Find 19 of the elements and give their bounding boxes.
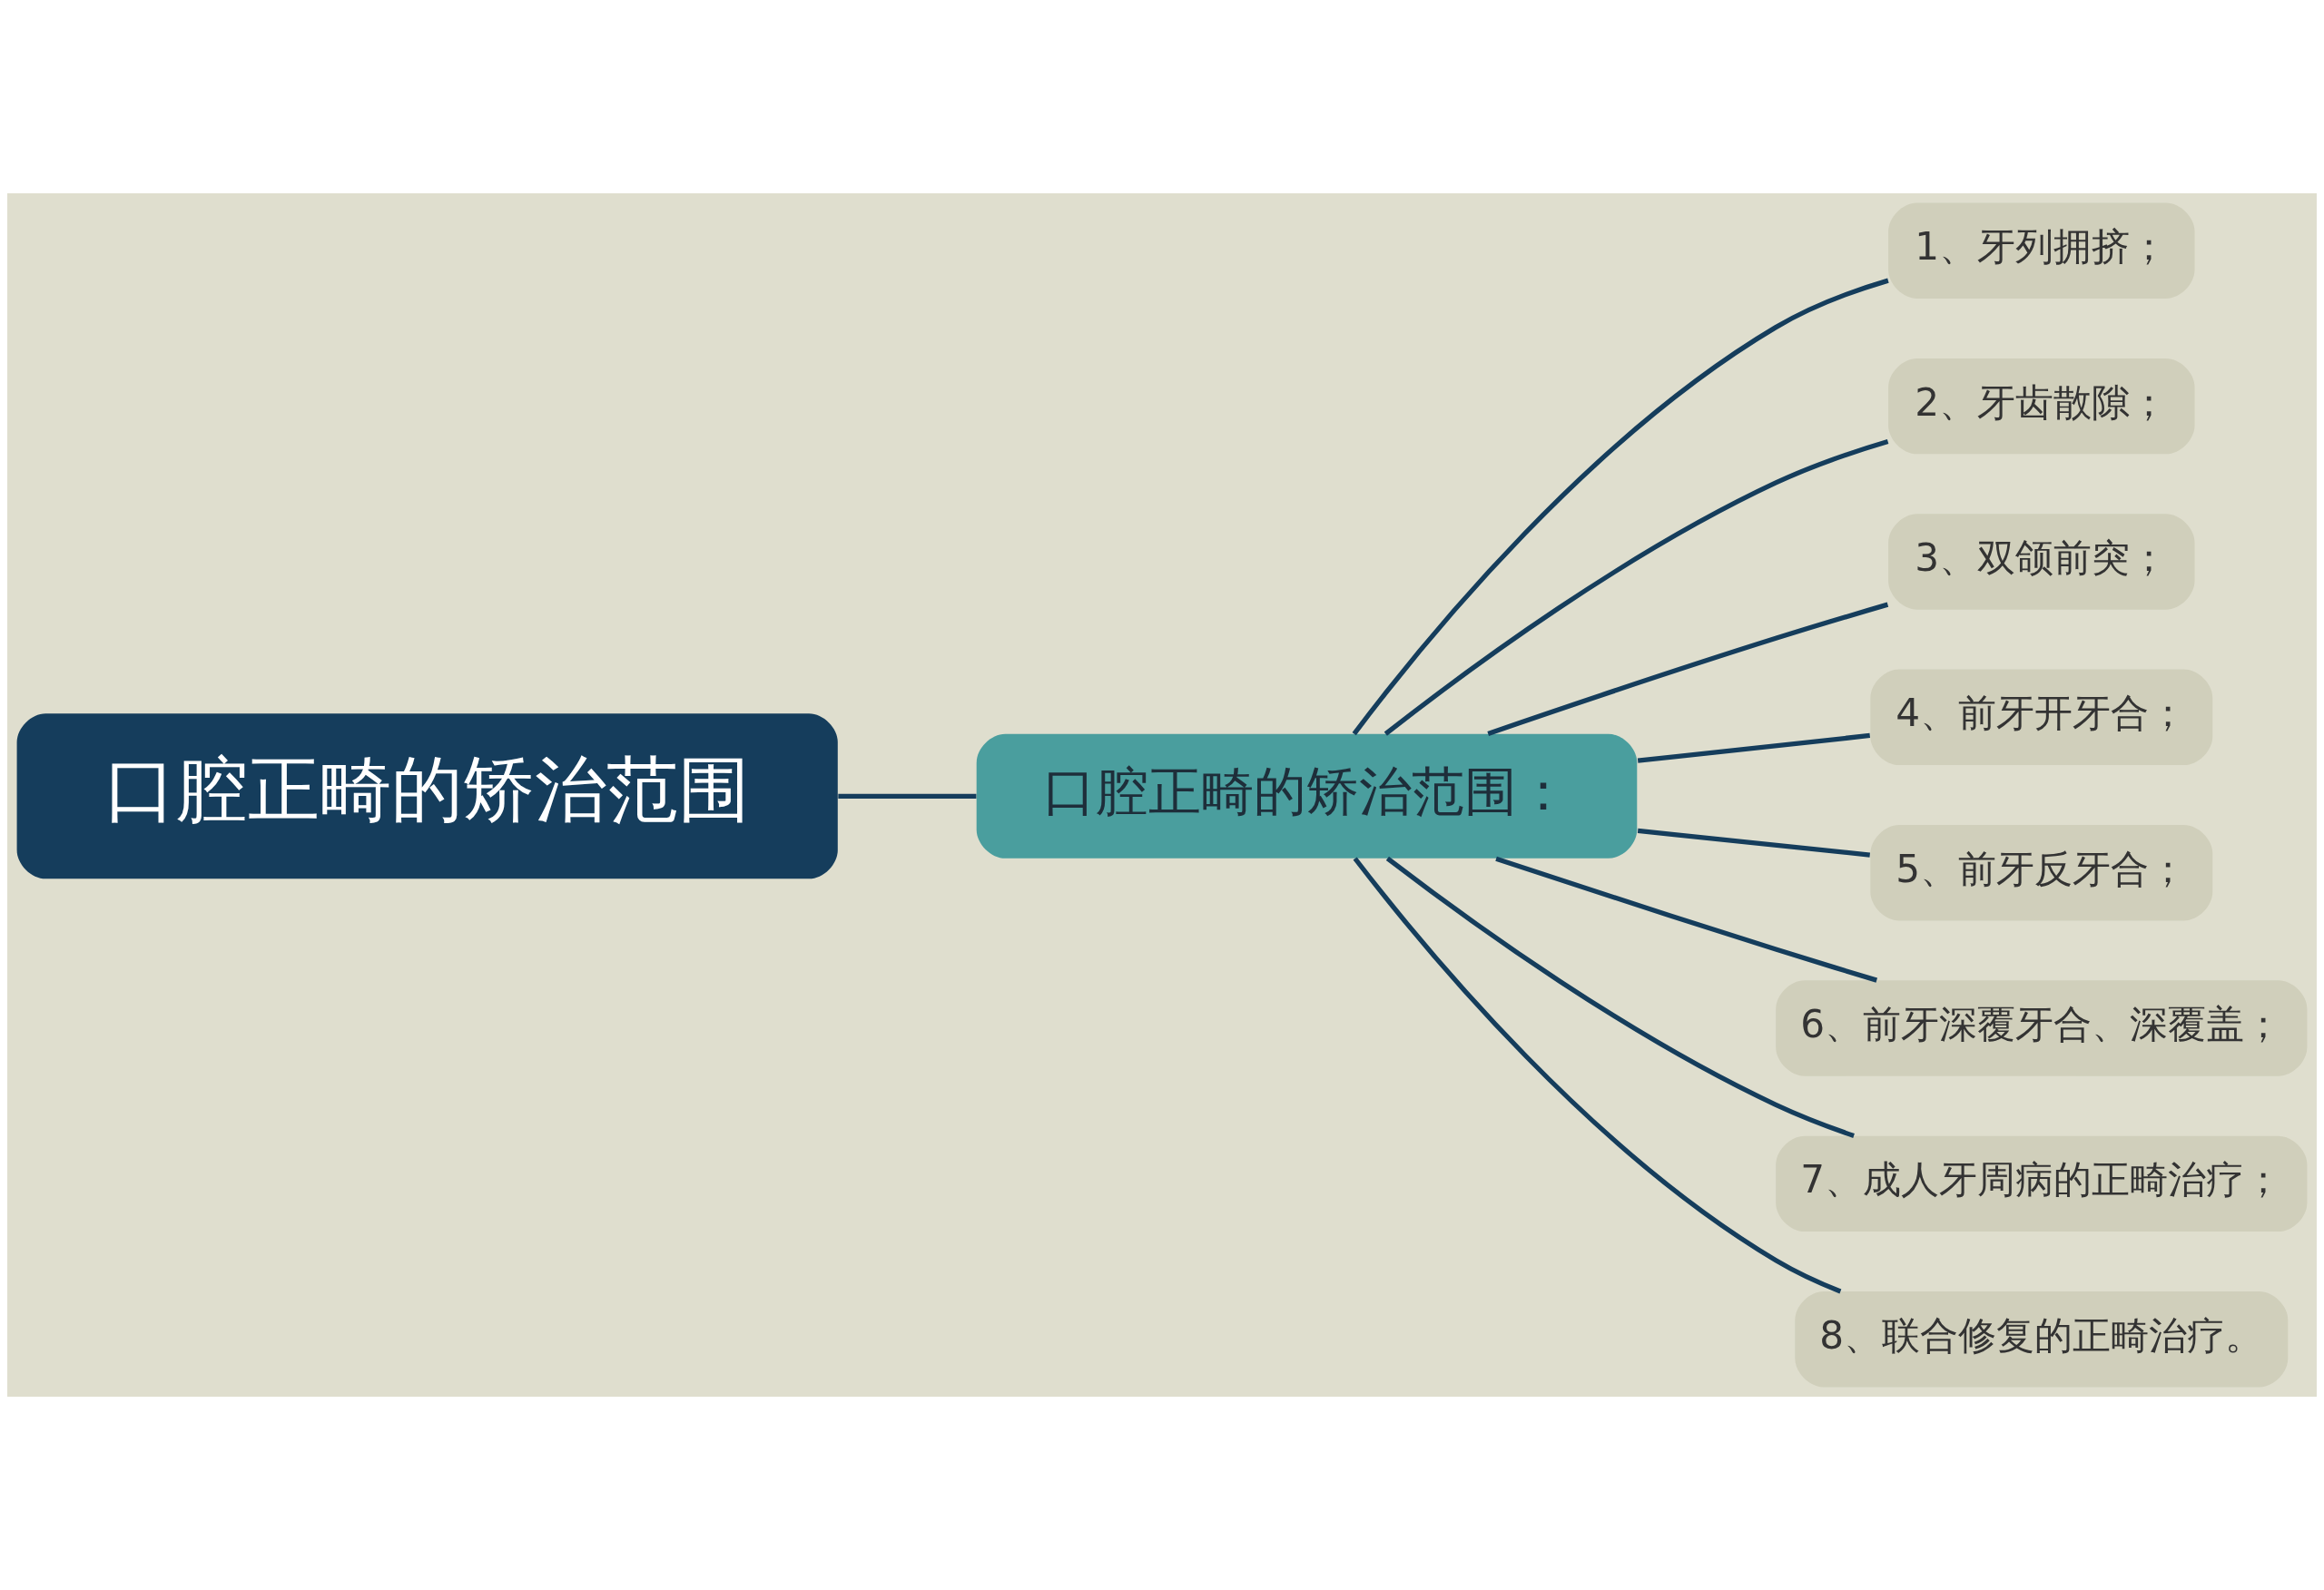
- node-box: 口腔正畸的矫治范围：: [976, 733, 1638, 859]
- node-box: 口腔正畸的矫治范围: [16, 713, 838, 879]
- connector: [1385, 856, 1855, 1138]
- connector: [1487, 602, 1889, 736]
- connector: [1353, 857, 1842, 1294]
- node-box: 5、前牙反牙合；: [1870, 824, 2213, 921]
- node-box: 6、前牙深覆牙合、深覆盖；: [1776, 980, 2308, 1076]
- connector: [1637, 732, 1871, 763]
- connector: [1637, 828, 1871, 858]
- node-box: 3、双颌前突；: [1888, 514, 2195, 610]
- node-box: 2、牙齿散隙；: [1888, 358, 2195, 455]
- node-box: 8、联合修复的正畸治疗。: [1795, 1291, 2289, 1388]
- connector: [1352, 278, 1889, 736]
- connector: [1384, 439, 1889, 736]
- connector: [1495, 856, 1878, 983]
- node-box: 1、牙列拥挤；: [1888, 202, 2195, 299]
- node-box: 4、前牙开牙合；: [1870, 669, 2213, 766]
- node-box: 7、成人牙周病的正畸治疗；: [1776, 1135, 2308, 1232]
- connector: [838, 793, 977, 799]
